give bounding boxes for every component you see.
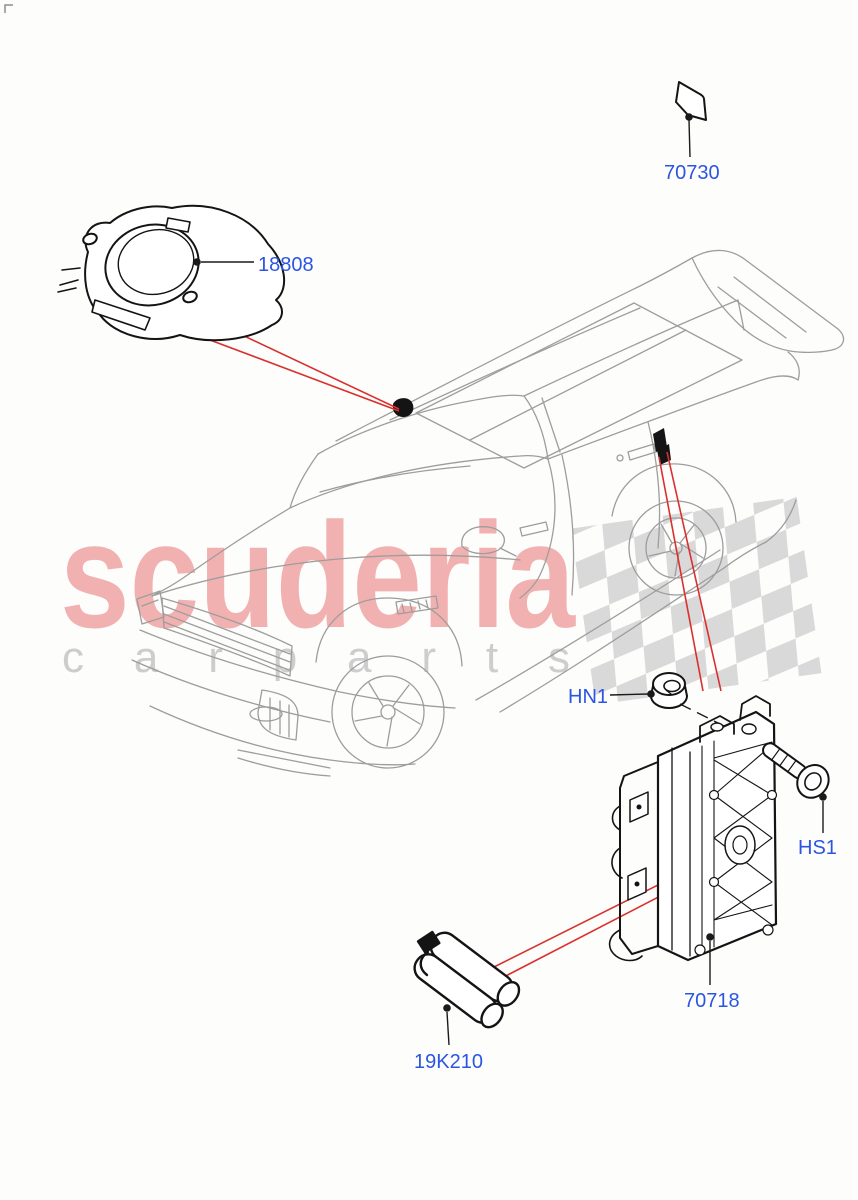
vehicle-line-drawing (131, 249, 845, 777)
part-label-hs1[interactable]: HS1 (798, 837, 837, 859)
part-label-18808[interactable]: 18808 (258, 254, 314, 276)
leader-lines (193, 113, 827, 1046)
part-label-hn1[interactable]: HN1 (568, 686, 608, 708)
corner-crop-mark (4, 4, 13, 13)
part-drawing-hs1-screw (762, 742, 830, 799)
part-drawing-70730-pad (675, 81, 707, 121)
callout-lines (185, 318, 729, 981)
pillar-module-location-marker (653, 428, 671, 465)
checkered-flag-graphic (570, 496, 822, 705)
part-drawing-70718-module (608, 695, 778, 962)
part-label-19k210[interactable]: 19K210 (414, 1051, 483, 1073)
part-label-70718[interactable]: 70718 (684, 990, 740, 1012)
roof-antenna-location-marker (393, 398, 414, 418)
part-drawing-hn1-nut (650, 672, 688, 709)
watermark: scuderia c a r p a r t s (60, 491, 822, 705)
part-label-70730[interactable]: 70730 (664, 162, 720, 184)
part-drawing-18808-siren (57, 204, 286, 342)
part-drawing-19k210-battery (413, 930, 521, 1029)
watermark-brand-text: scuderia (60, 491, 576, 659)
